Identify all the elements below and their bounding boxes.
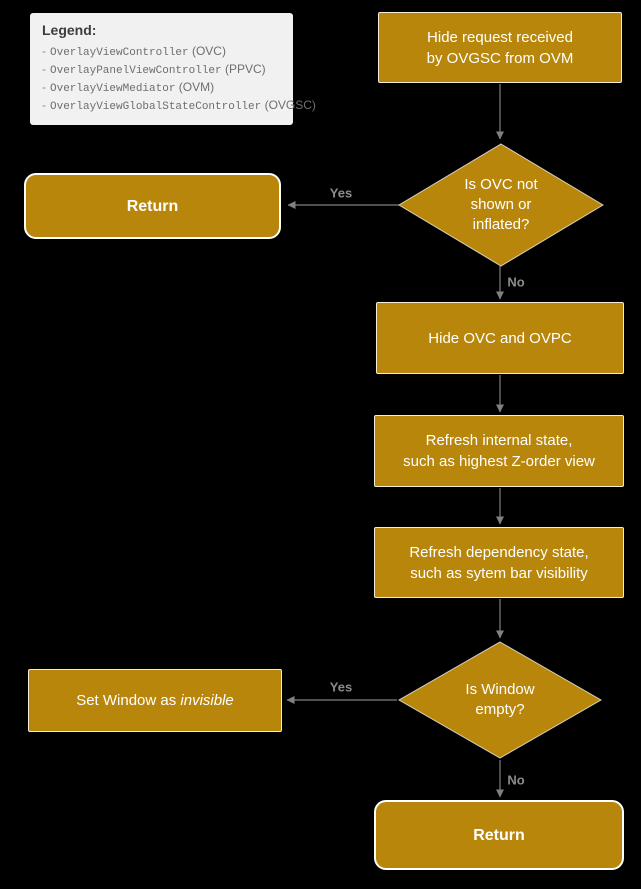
node-refresh-internal-state: Refresh internal state, such as highest …: [374, 415, 624, 487]
node-text-line: Refresh dependency state,: [409, 543, 589, 561]
legend-class-name: OverlayPanelViewController: [50, 65, 222, 77]
decision-text: Is OVC not shown or inflated?: [398, 143, 604, 267]
node-set-window-invisible: Set Window as invisible: [28, 669, 282, 732]
node-decision-ovc-shown: Is OVC not shown or inflated?: [398, 143, 604, 267]
edge-label-yes: Yes: [329, 679, 353, 695]
node-return-top: Return: [24, 173, 281, 239]
node-text-line: empty?: [475, 701, 525, 718]
legend-class-name: OverlayViewMediator: [50, 83, 176, 95]
node-text-line: Return: [126, 197, 179, 215]
node-text-line: by OVGSC from OVM: [426, 49, 574, 67]
legend-abbr: (PPVC): [224, 62, 266, 76]
legend-class-name: OverlayViewGlobalStateController: [50, 101, 262, 113]
node-text-line: Hide request received: [427, 28, 573, 46]
diamond-shape: [398, 143, 604, 267]
legend-panel: Legend: -OverlayViewController (OVC) -Ov…: [30, 13, 316, 125]
node-start-hide-request: Hide request received by OVGSC from OVM: [378, 12, 622, 83]
legend-title: Legend:: [42, 22, 97, 38]
diamond-shape: [398, 641, 602, 759]
node-text-line: Is Window: [465, 681, 535, 698]
node-text-line: Set Window as: [76, 692, 181, 709]
legend-abbr: (OVC): [191, 44, 226, 58]
legend-class-name: OverlayViewController: [50, 47, 189, 59]
node-text-line: Refresh internal state,: [425, 432, 573, 449]
legend-item-ovm: -OverlayViewMediator (OVM): [42, 79, 281, 97]
legend-item-ovgsc: -OverlayViewGlobalStateController (OVGSC…: [42, 97, 316, 115]
node-refresh-dependency-state: Refresh dependency state, such as sytem …: [374, 527, 624, 598]
legend-item-ppvc: -OverlayPanelViewController (PPVC): [42, 61, 281, 79]
node-hide-ovc-ovpc: Hide OVC and OVPC: [376, 302, 624, 374]
edge-label-yes: Yes: [329, 185, 353, 201]
node-text-line: such as highest Z-order view: [403, 453, 595, 470]
legend-bullet: -: [42, 98, 46, 112]
legend-abbr: (OVGSC): [264, 98, 316, 112]
legend-item-ovc: -OverlayViewController (OVC): [42, 43, 281, 61]
edge-label-no: No: [507, 772, 525, 788]
decision-text: Is Window empty?: [398, 641, 602, 759]
edge-label-no: No: [507, 274, 525, 290]
node-text-line: Return: [473, 826, 525, 844]
legend-bullet: -: [42, 62, 46, 76]
node-text-line: Is OVC not: [464, 176, 538, 193]
legend-bullet: -: [42, 80, 46, 94]
legend-bullet: -: [42, 44, 46, 58]
node-decision-window-empty: Is Window empty?: [398, 641, 602, 759]
node-text-line: Hide OVC and OVPC: [428, 329, 572, 347]
legend-abbr: (OVM): [178, 80, 215, 94]
node-text-line: such as sytem bar visibility: [410, 564, 588, 582]
node-return-bottom: Return: [374, 800, 624, 870]
node-text-italic: invisible: [180, 692, 234, 709]
node-text-line: inflated?: [472, 216, 530, 233]
node-text-line: shown or: [470, 196, 532, 213]
